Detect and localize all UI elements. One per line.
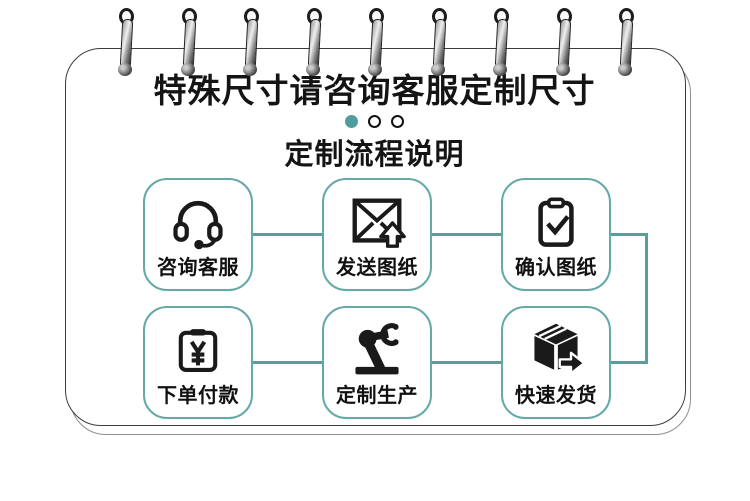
page-title: 特殊尺寸请咨询客服定制尺寸	[153, 72, 596, 109]
shipping-box-icon	[503, 314, 609, 386]
binder-ring-icon	[430, 8, 447, 76]
step-label: 定制生产	[336, 385, 418, 407]
step-label: 快速发货	[515, 385, 597, 407]
clipboard-check-icon	[503, 186, 609, 258]
step-send-drawing: 发送图纸	[322, 178, 432, 291]
section-subtitle: 定制流程说明	[284, 139, 465, 171]
envelope-upload-icon	[324, 186, 430, 258]
step-consult-service: 咨询客服	[143, 178, 253, 291]
step-label: 发送图纸	[336, 257, 418, 279]
flow-connector	[610, 233, 648, 236]
binder-ring-icon	[617, 8, 634, 76]
flow-connector	[431, 361, 502, 364]
binder-ring-icon	[305, 8, 322, 76]
carousel-dots	[65, 114, 684, 128]
step-custom-production: 定制生产	[322, 306, 432, 419]
binder-ring-icon	[242, 8, 259, 76]
step-order-payment: 下单付款	[143, 306, 253, 419]
step-label: 下单付款	[157, 385, 239, 407]
binder-ring-icon	[555, 8, 572, 76]
binder-ring-icon	[492, 8, 509, 76]
payment-bag-icon	[145, 314, 251, 386]
step-label: 确认图纸	[515, 257, 597, 279]
step-fast-shipping: 快速发货	[501, 306, 611, 419]
binder-ring-icon	[180, 8, 197, 76]
step-confirm-drawing: 确认图纸	[501, 178, 611, 291]
binder-ring-icon	[367, 8, 384, 76]
flow-connector	[645, 233, 648, 364]
binder-ring-icon	[117, 8, 134, 76]
carousel-dot	[391, 114, 404, 128]
robot-arm-icon	[324, 314, 430, 386]
step-label: 咨询客服	[157, 257, 239, 279]
flow-connector	[431, 233, 502, 236]
flow-connector	[252, 233, 323, 236]
carousel-dot-active	[345, 114, 358, 128]
headset-icon	[145, 186, 251, 258]
carousel-dot	[368, 114, 381, 128]
flow-connector	[610, 361, 648, 364]
flow-connector	[252, 361, 323, 364]
